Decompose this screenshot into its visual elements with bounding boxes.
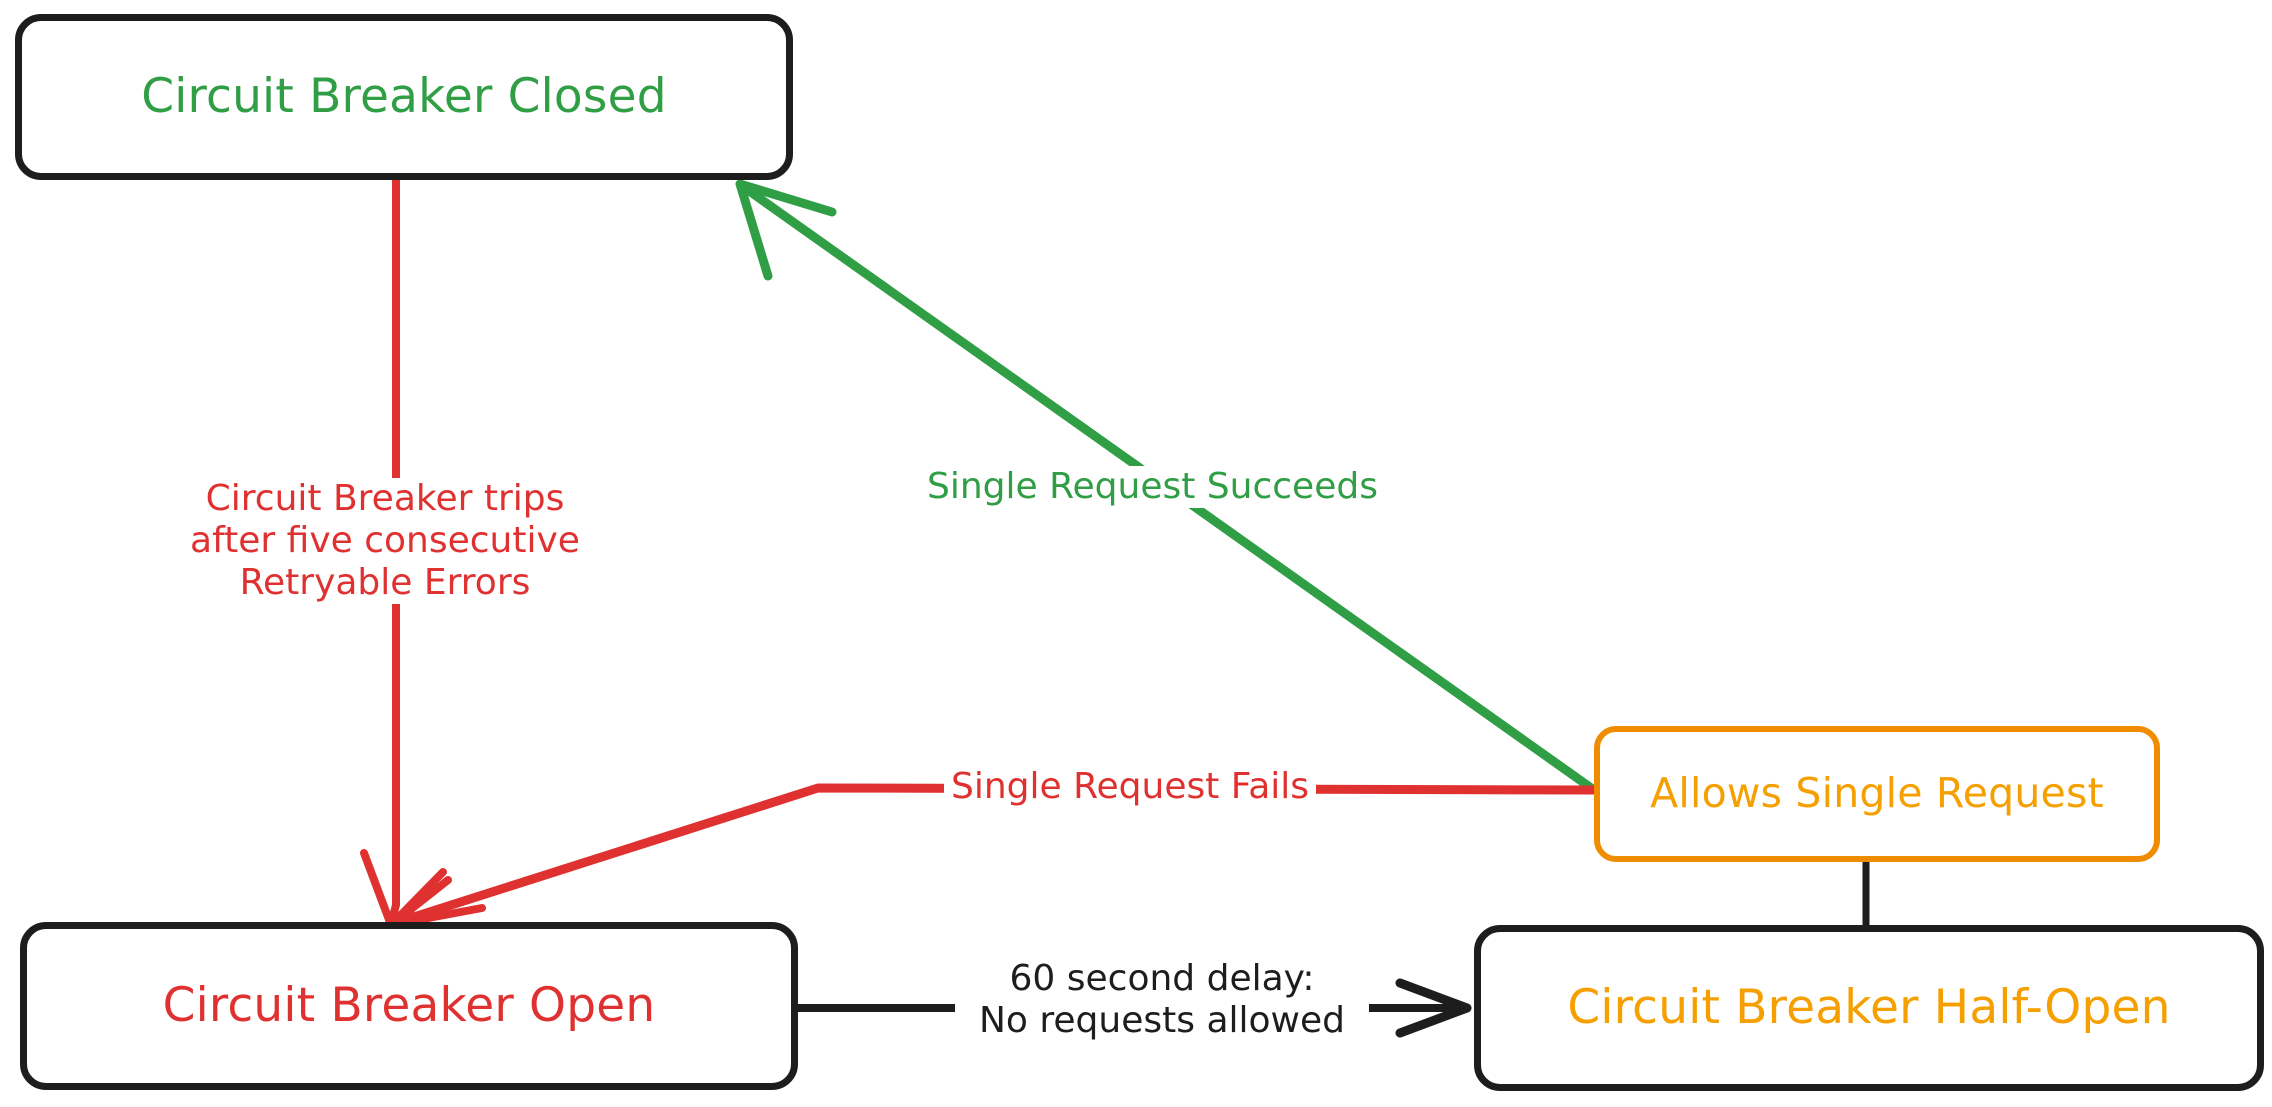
edge-allows-to-open [387, 783, 1599, 929]
node-circuit-breaker-open-label: Circuit Breaker Open [162, 977, 656, 1033]
node-circuit-breaker-half-open[interactable]: Circuit Breaker Half-Open [1474, 925, 2264, 1091]
node-circuit-breaker-half-open-label: Circuit Breaker Half-Open [1567, 979, 2171, 1035]
node-allows-single-request-label: Allows Single Request [1650, 769, 2104, 818]
edge-label-line-3: Retryable Errors [239, 562, 531, 604]
node-circuit-breaker-closed-label: Circuit Breaker Closed [141, 68, 667, 124]
node-circuit-breaker-open[interactable]: Circuit Breaker Open [20, 922, 798, 1090]
edge-label-open-to-half-open: 60 second delay: No requests allowed [955, 958, 1369, 1043]
edge-label-allows-to-closed: Single Request Succeeds [920, 466, 1385, 509]
node-circuit-breaker-closed[interactable]: Circuit Breaker Closed [15, 14, 793, 180]
edge-label-closed-to-open: Circuit Breaker trips after five consecu… [168, 478, 602, 605]
edge-label-line-2: after five consecutive [190, 520, 580, 562]
edge-label-allows-to-open: Single Request Fails [944, 766, 1317, 809]
edge-label-line-1: Circuit Breaker trips [205, 478, 565, 519]
edge-label-delay-line-1: 60 second delay: [1009, 958, 1315, 999]
edge-label-delay-line-2: No requests allowed [979, 1000, 1345, 1042]
node-allows-single-request[interactable]: Allows Single Request [1594, 726, 2160, 862]
